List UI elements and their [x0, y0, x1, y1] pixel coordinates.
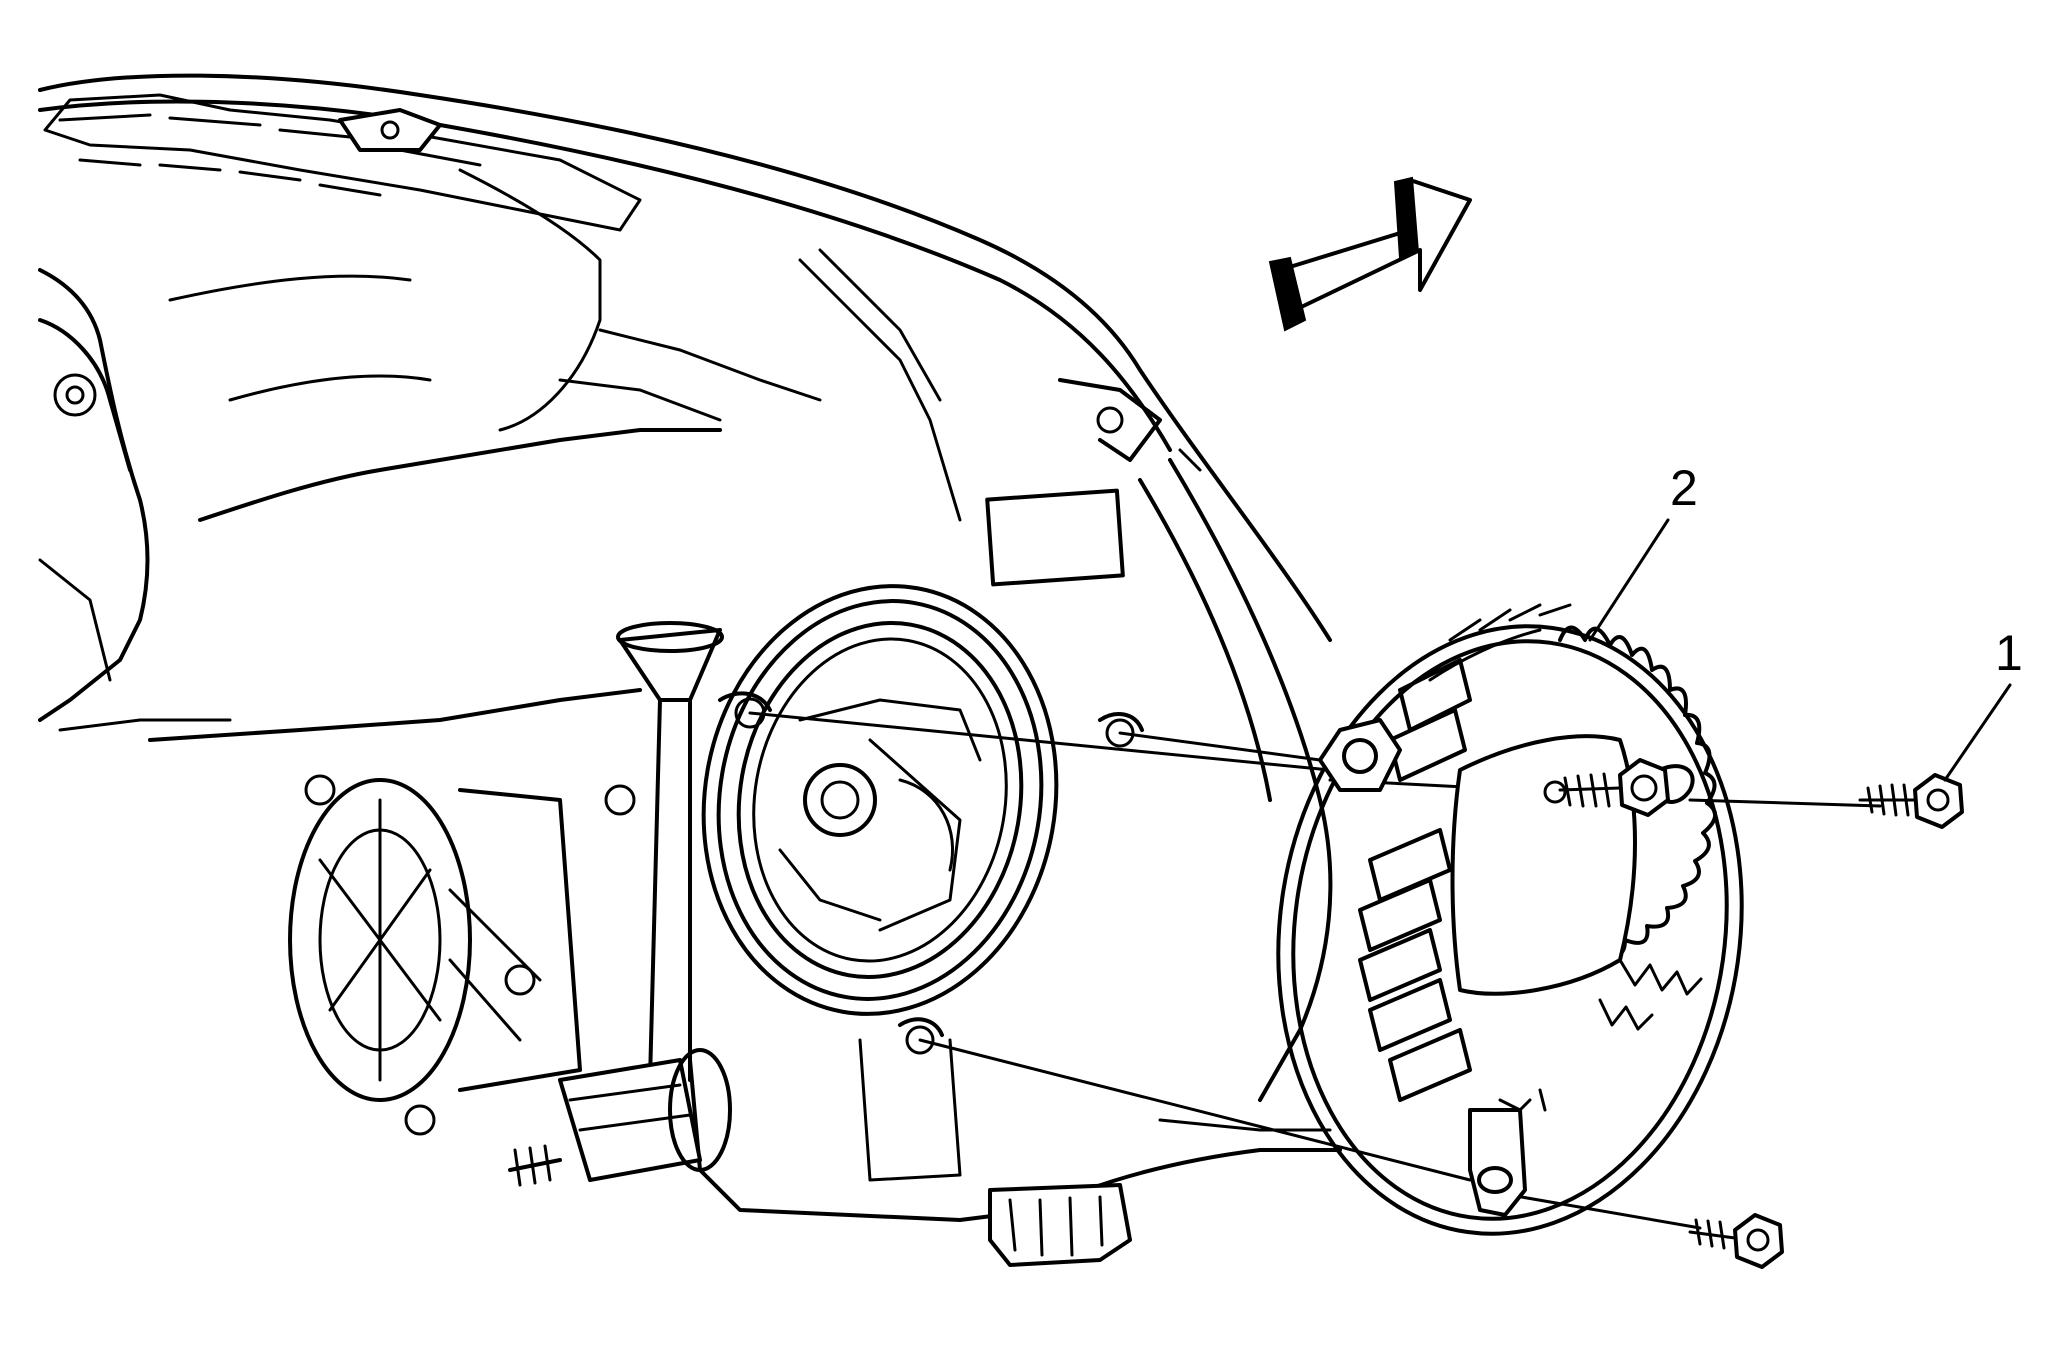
alignment-lines: [748, 711, 1882, 1230]
direction-arrow: [1268, 176, 1472, 332]
headlamp-housing: [38, 73, 1342, 1267]
callout-1: 1: [1943, 625, 2023, 782]
bulb-socket-opening: [701, 584, 1144, 1182]
callout-label-2: 2: [1670, 460, 1698, 516]
fan-assembly: [288, 774, 582, 1136]
callout-2: 2: [1588, 460, 1698, 642]
lower-mounting-bolt: [1688, 1213, 1784, 1269]
aim-adjuster: [508, 621, 732, 1187]
cover-mounting-bolt: [1858, 773, 1964, 829]
callout-label-1: 1: [1995, 625, 2023, 681]
headlamp-cover: [1276, 603, 1744, 1236]
installed-bolt: [1543, 758, 1670, 817]
